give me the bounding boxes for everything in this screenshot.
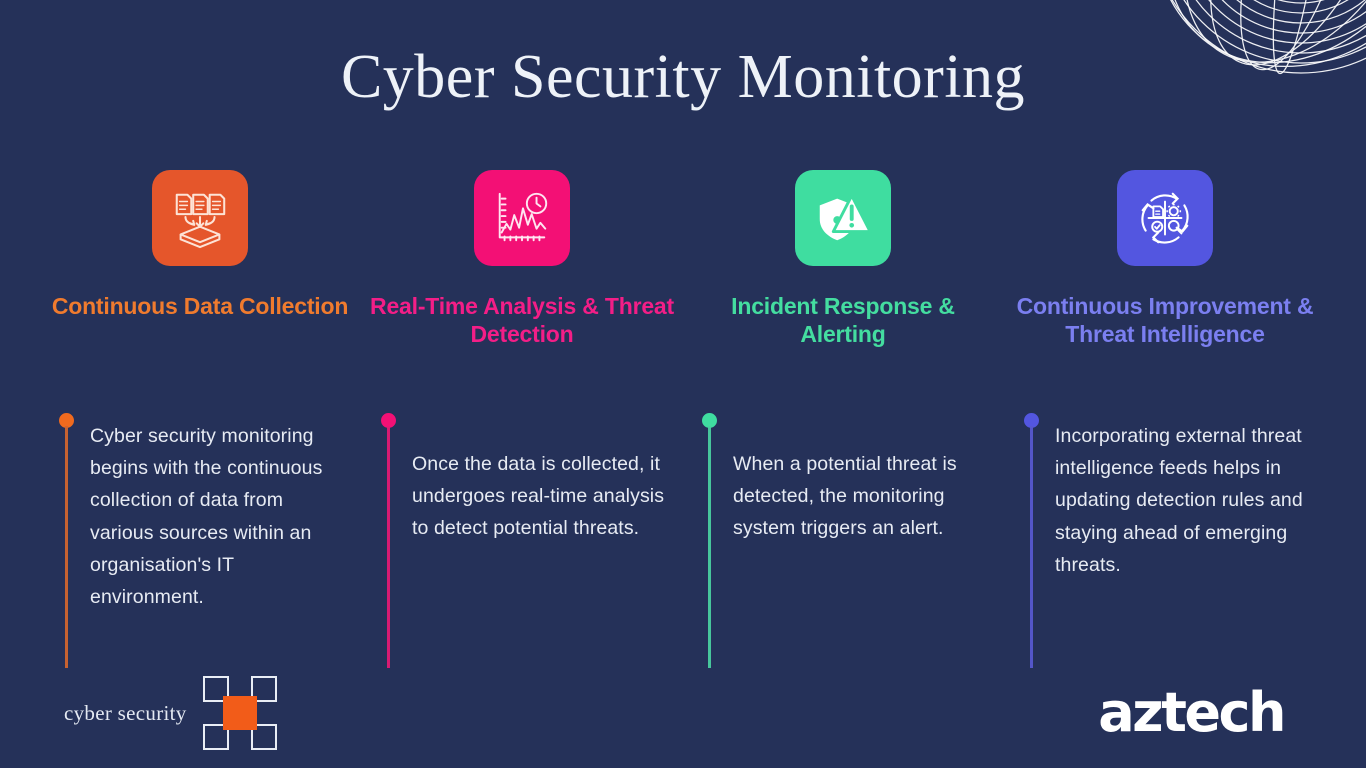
orange-square-mark (222, 696, 257, 730)
connector-stem (1030, 426, 1033, 668)
cyber-security-label: cyber security (64, 700, 187, 725)
connector-line (702, 413, 717, 668)
connector-line (59, 413, 74, 668)
tile-realtime-chart (474, 170, 570, 266)
tile-shield-alert (795, 170, 891, 266)
connector-stem (708, 426, 711, 668)
connector-stem (387, 426, 390, 668)
shield-alert-icon (819, 194, 872, 241)
column-incident-response: Incident Response & Alerting (683, 170, 1003, 348)
cyber-security-logo: cyber security (64, 676, 277, 750)
column-heading: Incident Response & Alerting (731, 293, 955, 348)
bracket-top-right (250, 676, 277, 702)
column-heading: Real-Time Analysis & Threat Detection (370, 293, 674, 348)
page-title: Cyber Security Monitoring (340, 43, 1026, 111)
body-text: When a potential threat is detected, the… (733, 453, 957, 540)
column-heading: Continuous Data Collection (51, 293, 349, 319)
continuous-improvement-cycle-icon (1141, 192, 1189, 244)
connector-dot (381, 413, 396, 428)
tile-document-collection (152, 170, 248, 266)
connector-line (1024, 413, 1039, 668)
body-text: Once the data is collected, it undergoes… (412, 453, 665, 540)
connector-dot (59, 413, 74, 428)
column-continuous-data-collection: Continuous Data Collection (40, 170, 360, 320)
connector-dot (702, 413, 717, 428)
column-realtime-analysis: Real-Time Analysis & Threat Detection (362, 170, 682, 348)
document-collection-icon (175, 193, 226, 249)
column-heading: Continuous Improvement & Threat Intellig… (1016, 293, 1314, 348)
realtime-chart-clock-icon (498, 192, 548, 242)
body-text: Incorporating external threat intelligen… (1055, 425, 1303, 576)
brand-wordmark: aztech (1098, 681, 1286, 744)
connector-line (381, 413, 396, 668)
connector-stem (65, 426, 68, 668)
tile-improvement-cycle (1117, 170, 1213, 266)
crosshair-frame-icon (202, 676, 277, 750)
column-continuous-improvement: Continuous Improvement & Threat Intellig… (1005, 170, 1325, 348)
body-text: Cyber security monitoring begins with th… (90, 425, 323, 608)
bracket-top-left (202, 676, 229, 702)
bracket-bottom-left (202, 724, 229, 750)
connector-dot (1024, 413, 1039, 428)
bracket-bottom-right (250, 724, 277, 750)
